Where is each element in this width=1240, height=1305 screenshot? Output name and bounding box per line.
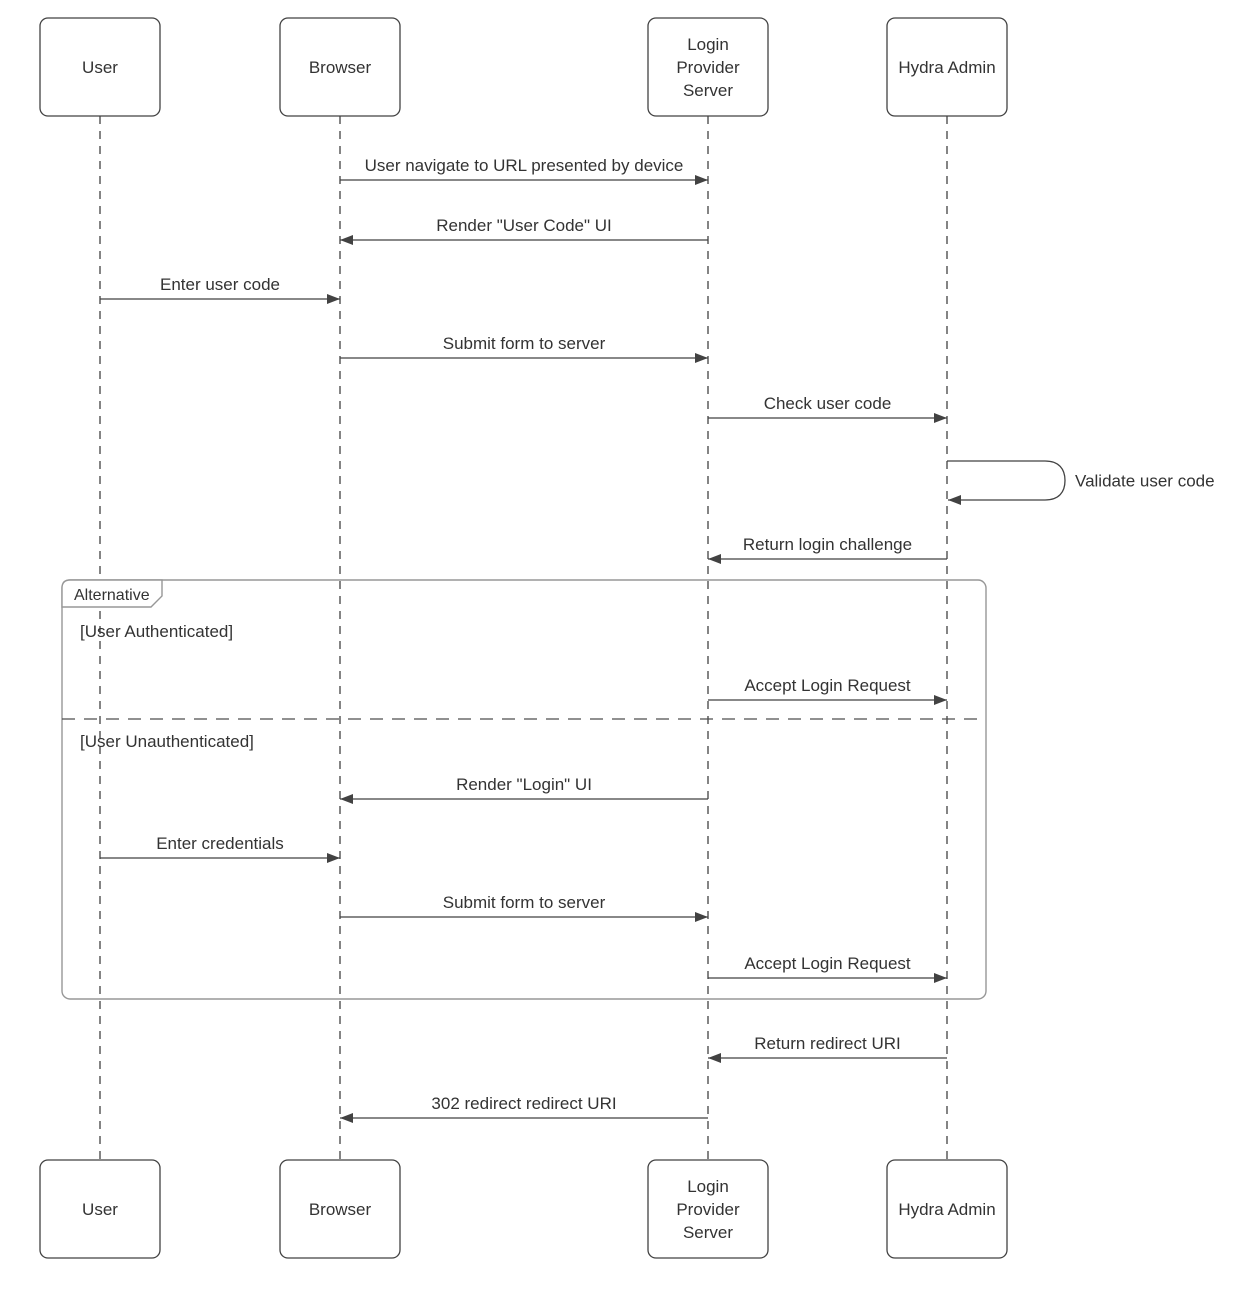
message-4: Submit form to server: [340, 334, 708, 363]
actor-box-rect: [647, 1159, 769, 1259]
message-label: Submit form to server: [443, 893, 606, 912]
actor-box-user-top: User: [39, 17, 161, 117]
message-12: Accept Login Request: [708, 954, 947, 983]
message-2: Render "User Code" UI: [340, 216, 708, 245]
actor-label: Browser: [309, 1200, 372, 1219]
actor-label: Browser: [309, 58, 372, 77]
fragment-condition-1: [User Authenticated]: [80, 622, 233, 641]
message-9: Render "Login" UI: [340, 775, 708, 804]
fragment-condition-2: [User Unauthenticated]: [80, 732, 254, 751]
message-8: Accept Login Request: [708, 676, 947, 705]
message-6: Validate user code: [947, 460, 1215, 505]
message-label: Enter user code: [160, 275, 280, 294]
actor-box-rect: [279, 17, 401, 117]
message-label: Return redirect URI: [754, 1034, 900, 1053]
message-label: Return login challenge: [743, 535, 912, 554]
message-10: Enter credentials: [100, 834, 340, 863]
message-label: Enter credentials: [156, 834, 284, 853]
message-label: Accept Login Request: [744, 954, 911, 973]
actor-box-rect: [39, 1159, 161, 1259]
self-message-label: Validate user code: [1075, 472, 1215, 491]
actor-box-rect: [39, 17, 161, 117]
message-label: Accept Login Request: [744, 676, 911, 695]
actor-box-hydra-admin-bottom: Hydra Admin: [886, 1159, 1008, 1259]
actor-box-rect: [647, 17, 769, 117]
self-message-arrow: [947, 460, 1066, 505]
actor-box-browser-top: Browser: [279, 17, 401, 117]
fragment-label-tab: [61, 579, 163, 608]
actor-box-hydra-admin-top: Hydra Admin: [886, 17, 1008, 117]
fragment-label: Alternative: [74, 587, 150, 604]
message-5: Check user code: [708, 394, 947, 423]
message-label: Render "Login" UI: [456, 775, 592, 794]
actor-box-browser-bottom: Browser: [279, 1159, 401, 1259]
message-7: Return login challenge: [708, 535, 947, 564]
message-3: Enter user code: [100, 275, 340, 304]
actor-label: Hydra Admin: [898, 1200, 995, 1219]
fragment-alternative: Alternative [User Authenticated] [User Una…: [61, 579, 987, 1000]
message-label: 302 redirect redirect URI: [431, 1094, 616, 1113]
actor-label: User: [82, 58, 118, 77]
message-label: Render "User Code" UI: [436, 216, 612, 235]
actor-box-rect: [886, 17, 1008, 117]
message-14: 302 redirect redirect URI: [340, 1094, 708, 1123]
actor-label: User: [82, 1200, 118, 1219]
fragment-border: [61, 579, 987, 1000]
actor-label: Hydra Admin: [898, 58, 995, 77]
message-1: User navigate to URL presented by device: [340, 156, 708, 185]
message-label: Check user code: [764, 394, 892, 413]
actor-box-rect: [886, 1159, 1008, 1259]
message-13: Return redirect URI: [708, 1034, 947, 1063]
actor-box-rect: [279, 1159, 401, 1259]
actor-box-user-bottom: User: [39, 1159, 161, 1259]
message-label: User navigate to URL presented by device: [365, 156, 684, 175]
message-11: Submit form to server: [340, 893, 708, 922]
message-label: Submit form to server: [443, 334, 606, 353]
